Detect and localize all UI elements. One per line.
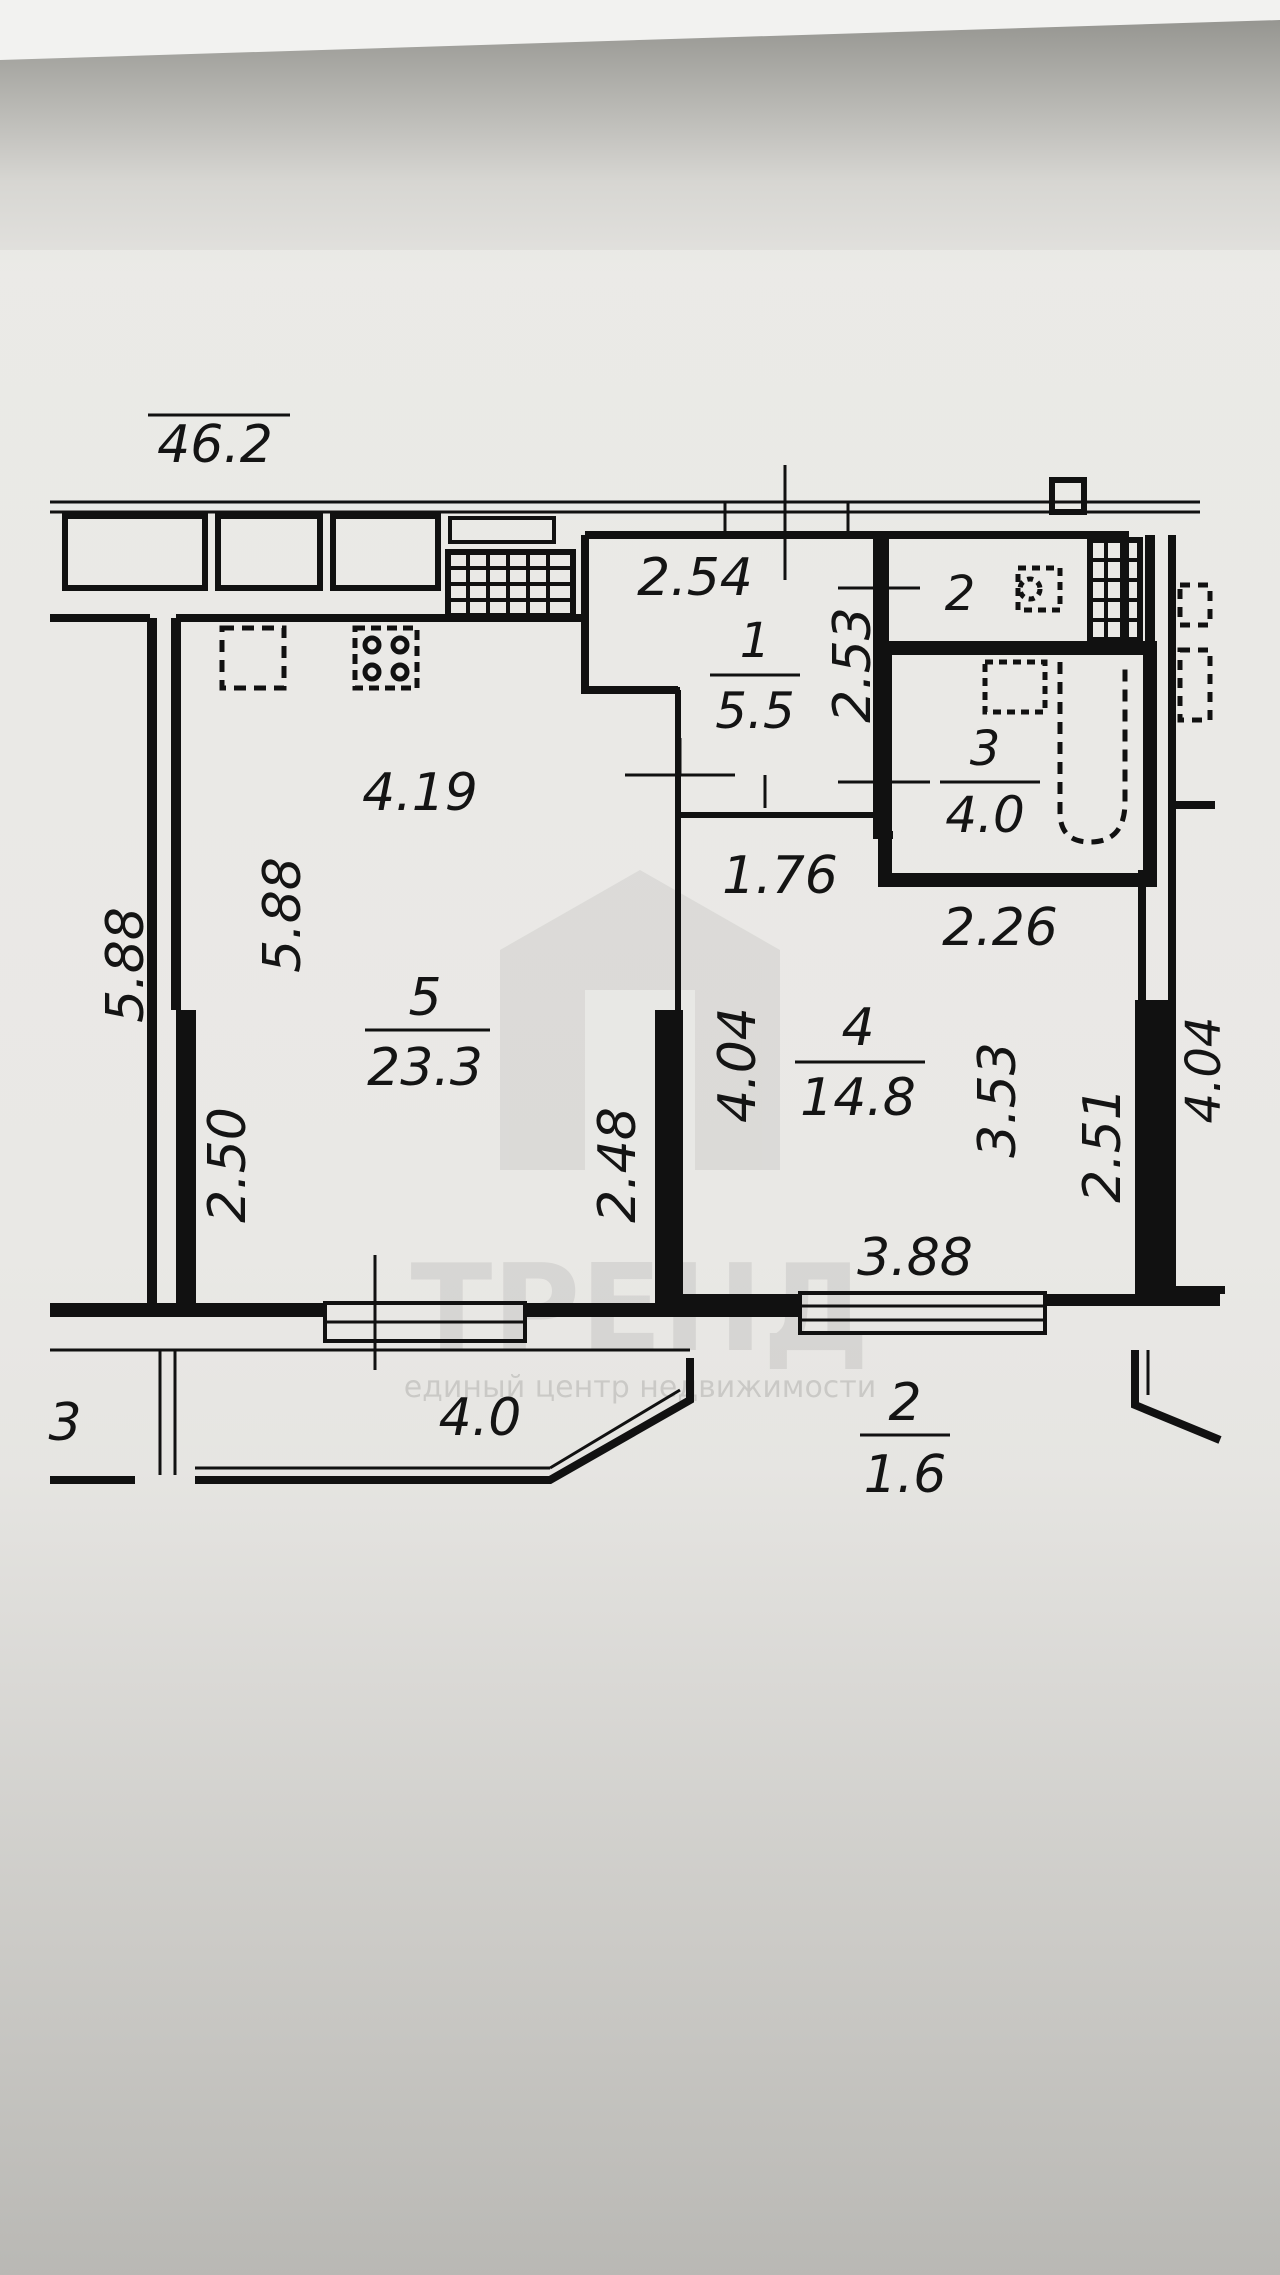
- room-5-area: 23.3: [367, 1038, 483, 1098]
- stove-icon: [352, 625, 420, 691]
- hall-depth-dim: 2.53: [823, 607, 883, 723]
- room-1-area: 5.5: [715, 682, 795, 740]
- kitchen-depth-inner-dim: 5.88: [253, 857, 313, 973]
- vent-grid-bathroom: [1087, 537, 1143, 643]
- corridor-width-dim: 1.76: [722, 846, 838, 906]
- kitchen-depth-outer-dim: 5.88: [96, 907, 156, 1023]
- toilet-icon: [1015, 565, 1063, 613]
- bathtub-icon: [1057, 662, 1128, 845]
- bedroom-right-dim: 3.53: [968, 1042, 1028, 1158]
- bedroom-top-dim: 2.26: [942, 898, 1058, 958]
- balcony-area: 1.6: [864, 1445, 947, 1505]
- room-5-number: 5: [408, 968, 441, 1028]
- walls: [50, 465, 1225, 1484]
- room-4-number: 4: [841, 998, 874, 1058]
- sink-icon: [982, 659, 1048, 715]
- kitchen-lower-right-dim: 2.48: [588, 1107, 648, 1223]
- hall-width-dim: 2.54: [637, 548, 753, 608]
- balcony-number: 2: [888, 1373, 921, 1433]
- room-2-number: 2: [945, 566, 976, 622]
- watermark-tagline: единый центр недвижимости: [404, 1370, 877, 1405]
- total-area-label: 46.2: [157, 415, 273, 475]
- balcony-left-width-dim: 4.0: [439, 1388, 522, 1448]
- kitchen-appliances: [219, 625, 420, 691]
- kitchen-lower-left-dim: 2.50: [198, 1107, 258, 1223]
- room-3-area: 4.0: [945, 786, 1025, 844]
- bathroom-fixtures: [982, 565, 1128, 845]
- labels: 46.2 2.54 2.53 1 5.5 2 3 4.0 4.19 5.88 5…: [48, 413, 1232, 1505]
- right-edge-partial-dim: 4.04: [1176, 1017, 1232, 1124]
- kitchen-width-dim: 4.19: [362, 763, 478, 823]
- room-4-area: 14.8: [800, 1068, 916, 1128]
- bedroom-bottom-dim: 3.88: [857, 1228, 973, 1288]
- bedroom-left-dim: 4.04: [708, 1007, 768, 1123]
- room-3-number: 3: [970, 721, 1001, 777]
- left-edge-partial-label: 3: [48, 1393, 81, 1453]
- bedroom-lower-right-dim: 2.51: [1073, 1087, 1133, 1203]
- room-1-number: 1: [740, 613, 771, 669]
